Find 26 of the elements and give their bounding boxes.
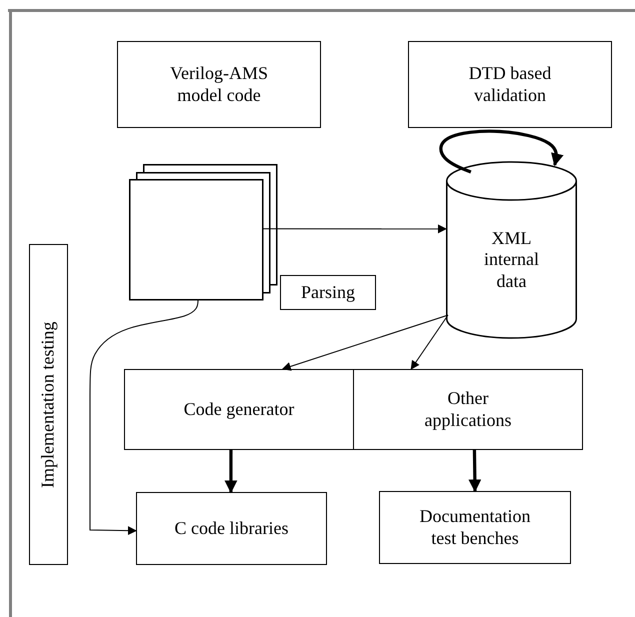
process-box (353, 369, 583, 450)
process-box (408, 41, 612, 128)
node-label: Other applications (424, 388, 512, 432)
arrow (262, 224, 447, 234)
node-label: Documentation test benches (418, 506, 532, 550)
process-box (29, 244, 68, 565)
arrow (224, 450, 238, 494)
node-label: Verilog-AMS model code (169, 62, 269, 106)
process-box (124, 369, 354, 450)
node-label: Code generator (184, 398, 294, 420)
process-box (280, 275, 376, 310)
process-box (136, 492, 327, 565)
process-box (379, 491, 571, 564)
arrow (282, 314, 448, 371)
node-label: Parsing (301, 282, 355, 304)
self-loop-arrow (439, 130, 564, 174)
node-label: XML internal data (483, 228, 540, 292)
vertical-label: Implementation testing (38, 321, 59, 488)
database-cylinder (446, 162, 577, 338)
arrow (410, 314, 448, 370)
arrow (468, 450, 482, 492)
arrow (90, 298, 199, 536)
document-stack (129, 164, 276, 299)
node-label: C code libraries (174, 518, 288, 540)
node-label: DTD based validation (468, 62, 552, 106)
process-box (117, 41, 321, 128)
